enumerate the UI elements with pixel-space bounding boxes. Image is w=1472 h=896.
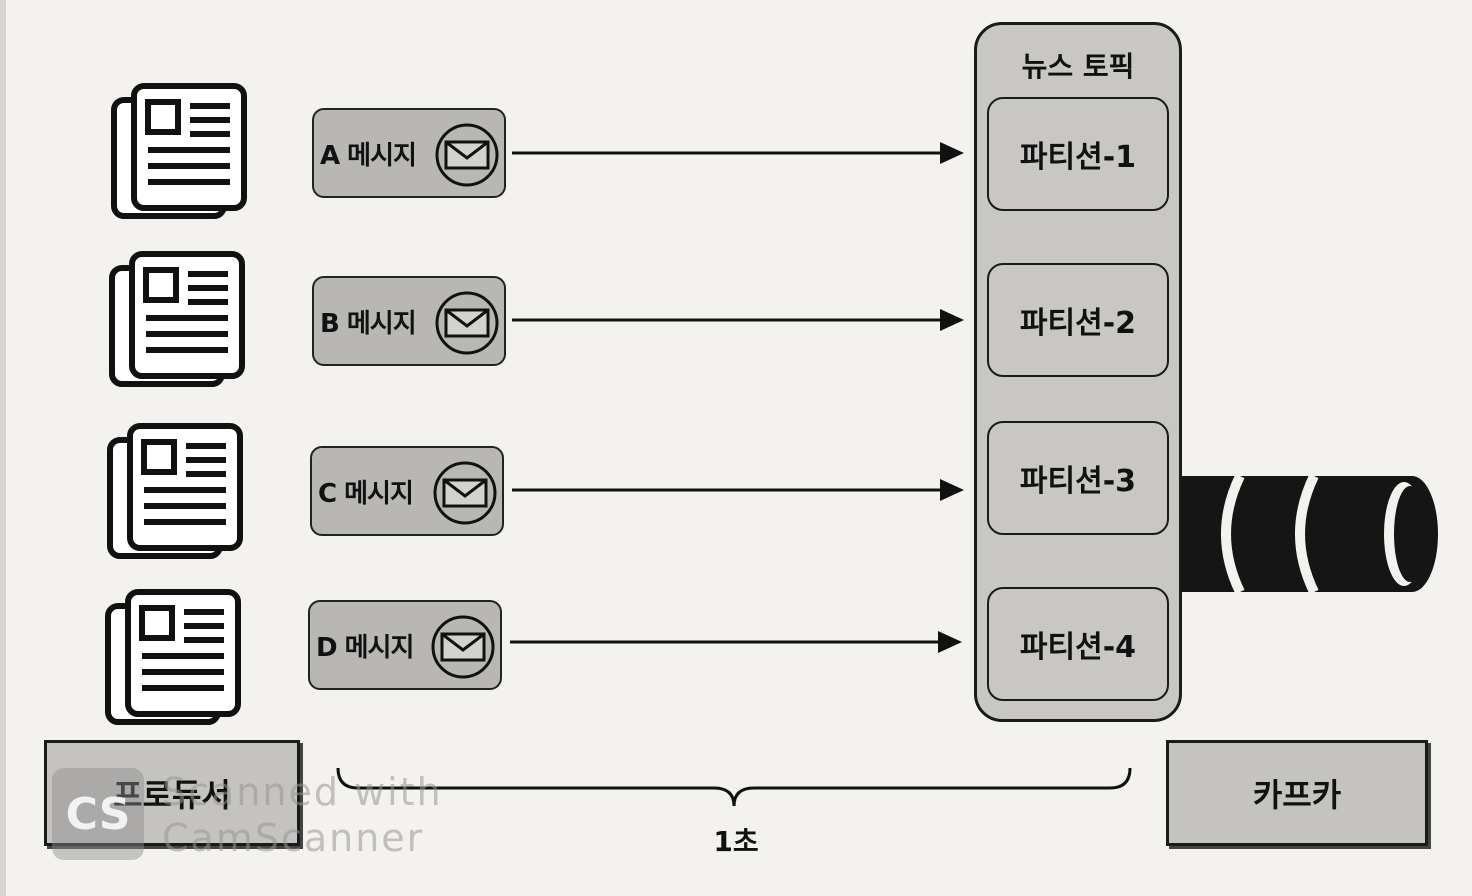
newspaper-icon — [110, 82, 250, 222]
arrow-to-partition-2 — [512, 309, 964, 331]
message-box-b: B 메시지 — [312, 276, 506, 366]
partition-2: 파티션-2 — [987, 263, 1169, 377]
envelope-icon — [434, 290, 500, 356]
newspaper-icon — [108, 250, 248, 390]
message-box-a: A 메시지 — [312, 108, 506, 198]
page-edge — [0, 0, 6, 896]
newspaper-icon — [106, 422, 246, 562]
arrow-to-partition-4 — [510, 631, 962, 653]
envelope-icon — [434, 122, 500, 188]
kafka-label: 카프카 — [1166, 740, 1428, 846]
scanner-watermark: CS Scanned with CamScanner — [52, 768, 441, 864]
partition-3: 파티션-3 — [987, 421, 1169, 535]
topic-container: 뉴스 토픽 파티션-1 파티션-2 파티션-3 파티션-4 — [974, 22, 1182, 722]
topic-title: 뉴스 토픽 — [1021, 50, 1135, 83]
arrow-to-partition-1 — [512, 142, 964, 164]
watermark-line-1: Scanned with — [162, 770, 443, 814]
message-box-d: D 메시지 — [308, 600, 502, 690]
message-label: D 메시지 — [316, 632, 414, 663]
watermark-line-2: CamScanner — [162, 816, 425, 860]
message-box-c: C 메시지 — [310, 446, 504, 536]
envelope-icon — [432, 460, 498, 526]
message-label: B 메시지 — [320, 308, 417, 339]
time-brace — [334, 764, 1134, 808]
message-label: A 메시지 — [320, 140, 417, 171]
envelope-icon — [430, 614, 496, 680]
producer-label: 프로듀서 — [44, 740, 300, 846]
duration-label: 1초 — [713, 825, 759, 858]
partition-1: 파티션-1 — [987, 97, 1169, 211]
watermark-logo: CS — [52, 768, 144, 860]
partition-4: 파티션-4 — [987, 587, 1169, 701]
arrow-to-partition-3 — [512, 479, 964, 501]
newspaper-icon — [104, 588, 244, 728]
log-cylinder-icon — [1182, 466, 1442, 602]
message-label: C 메시지 — [318, 478, 414, 509]
